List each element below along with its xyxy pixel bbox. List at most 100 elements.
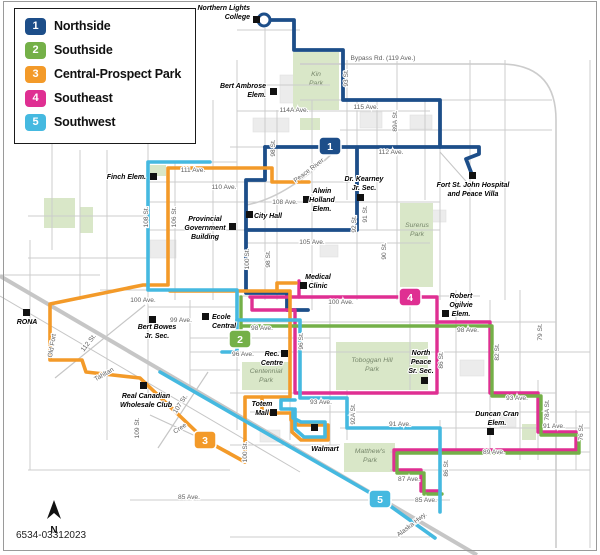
- bert-ambrose-elem-marker: [270, 88, 277, 95]
- kin-park-label: Park: [309, 80, 324, 87]
- alwin-holland-elem-marker: [303, 196, 310, 203]
- surerus-park-label: Surerus: [405, 222, 429, 229]
- street-label: 89 Ave.: [483, 449, 505, 456]
- bert-bowes-jr-sec-label: Bert Bowes: [138, 324, 177, 331]
- map-route-badge-num: 2: [237, 334, 243, 346]
- ecole-central-marker: [202, 313, 209, 320]
- street-label: 114A Ave.: [279, 107, 308, 114]
- alwin-holland-elem-label: Elem.: [313, 206, 332, 213]
- street-label: 93 St.: [343, 69, 350, 86]
- real-canadian-wholesale-club-marker: [140, 382, 147, 389]
- surerus-park-label: Park: [410, 231, 425, 238]
- map-border: [3, 1, 597, 551]
- duncan-cran-elem-marker: [487, 428, 494, 435]
- street-label: 106 St.: [171, 206, 178, 227]
- north-peace-sr-sec-label: North: [412, 350, 431, 357]
- northern-lights-college-label: College: [225, 14, 250, 21]
- bert-bowes-jr-sec-marker: [149, 316, 156, 323]
- real-canadian-wholesale-club-label: Real Canadian: [122, 393, 170, 400]
- provincial-government-building-label: Government: [184, 225, 226, 232]
- medical-clinic-label: Clinic: [308, 283, 327, 290]
- street-label: 100 St.: [244, 248, 251, 269]
- duncan-cran-elem-label: Elem.: [488, 420, 507, 427]
- medical-clinic-marker: [300, 282, 307, 289]
- map-route-badge-3: [193, 430, 217, 450]
- toboggan-hill-park-label: Toboggan Hill: [351, 357, 393, 364]
- street-label: 96 Ave.: [232, 351, 254, 358]
- map-code: 6534-03312023: [16, 530, 87, 541]
- street-label: 90 St.: [381, 242, 388, 259]
- street-label: 110 Ave.: [211, 184, 236, 191]
- provincial-government-building-label: Provincial: [188, 216, 223, 223]
- north-arrow: N: [44, 500, 64, 536]
- map-route-badge-4: [398, 287, 422, 307]
- robert-ogilvie-elem-label: Ogilvie: [449, 302, 472, 309]
- ecole-central-label: Ecole: [212, 314, 231, 321]
- route-3-central-prospect-park: [48, 166, 311, 464]
- north-peace-sr-sec-label: Sr. Sec.: [408, 368, 433, 375]
- robert-ogilvie-elem-label: Robert: [450, 293, 473, 300]
- bert-bowes-jr-sec-label: Jr. Sec.: [145, 333, 170, 340]
- street-label: 100 Ave.: [328, 299, 354, 306]
- route-2-southside: [239, 324, 581, 496]
- street-label: 89A St.: [392, 110, 399, 131]
- fort-st-john-hospital-label: Fort St. John Hospital: [437, 182, 511, 189]
- legend-label: Northside: [54, 19, 111, 33]
- route-1-northside: [244, 146, 359, 232]
- street-label: 100 Ave.: [130, 297, 156, 304]
- dr-kearney-jr-sec-label: Jr. Sec.: [352, 185, 377, 192]
- bert-ambrose-elem-label: Elem.: [247, 92, 266, 99]
- legend-badge-4: 4: [25, 89, 46, 107]
- toboggan-hill-park: [336, 342, 428, 390]
- legend-label: Southside: [54, 43, 113, 57]
- map-route-badge-num: 3: [202, 435, 208, 447]
- north-arrow-icon: [47, 500, 61, 519]
- centennial-park-label: Centennial: [250, 368, 283, 375]
- street-label: 86 St.: [438, 351, 445, 368]
- road-diagonal: [157, 371, 209, 449]
- street-label: 82 St.: [494, 343, 501, 360]
- rec-centre-label: Centre: [261, 360, 283, 367]
- road-diagonal: [54, 304, 146, 379]
- centennial-park: [242, 362, 290, 390]
- rona-label: RONA: [17, 319, 38, 326]
- duncan-cran-elem-label: Duncan Cran: [475, 411, 519, 418]
- walmart-marker: [311, 424, 318, 431]
- map-route-badge-1: [318, 136, 342, 156]
- park-patch: [300, 118, 320, 130]
- street-label: 85 Ave.: [178, 494, 200, 501]
- street-label: 87 Ave.: [398, 476, 420, 483]
- rec-centre-label: Rec.: [265, 351, 280, 358]
- north-label: N: [50, 525, 58, 536]
- map-route-badge-num: 4: [407, 292, 413, 304]
- north-peace-sr-sec-marker: [421, 377, 428, 384]
- fort-st-john-hospital-label: and Peace Villa: [448, 191, 499, 198]
- route-3-central-prospect-park: [260, 289, 330, 442]
- street-label: 98 St.: [265, 250, 272, 267]
- finch-elem-marker: [150, 173, 157, 180]
- dr-kearney-jr-sec-marker: [357, 194, 364, 201]
- street-label: 98 Ave.: [457, 327, 479, 334]
- building-footprint: [319, 244, 339, 258]
- real-canadian-wholesale-club-label: Wholesale Club: [120, 402, 173, 409]
- centennial-park-label: Park: [259, 377, 274, 384]
- totem-mall-label: Totem: [252, 401, 273, 408]
- road-curve: [300, 63, 557, 548]
- building-footprint: [252, 117, 290, 133]
- walmart-label: Walmart: [311, 446, 339, 453]
- robert-ogilvie-elem-label: Elem.: [452, 311, 471, 318]
- street-label: 111 Ave.: [181, 167, 206, 174]
- route-5-southwest: [146, 160, 442, 514]
- street-label: 86 St.: [443, 459, 450, 476]
- toboggan-hill-park-label: Park: [365, 366, 380, 373]
- rona-marker: [23, 309, 30, 316]
- finch-elem-label: Finch Elem.: [107, 174, 146, 181]
- building-footprint: [459, 359, 485, 377]
- north-peace-sr-sec-label: Peace: [411, 359, 431, 366]
- bert-ambrose-elem-label: Bert Ambrose: [220, 83, 266, 90]
- street-label: 92 St.: [351, 215, 358, 232]
